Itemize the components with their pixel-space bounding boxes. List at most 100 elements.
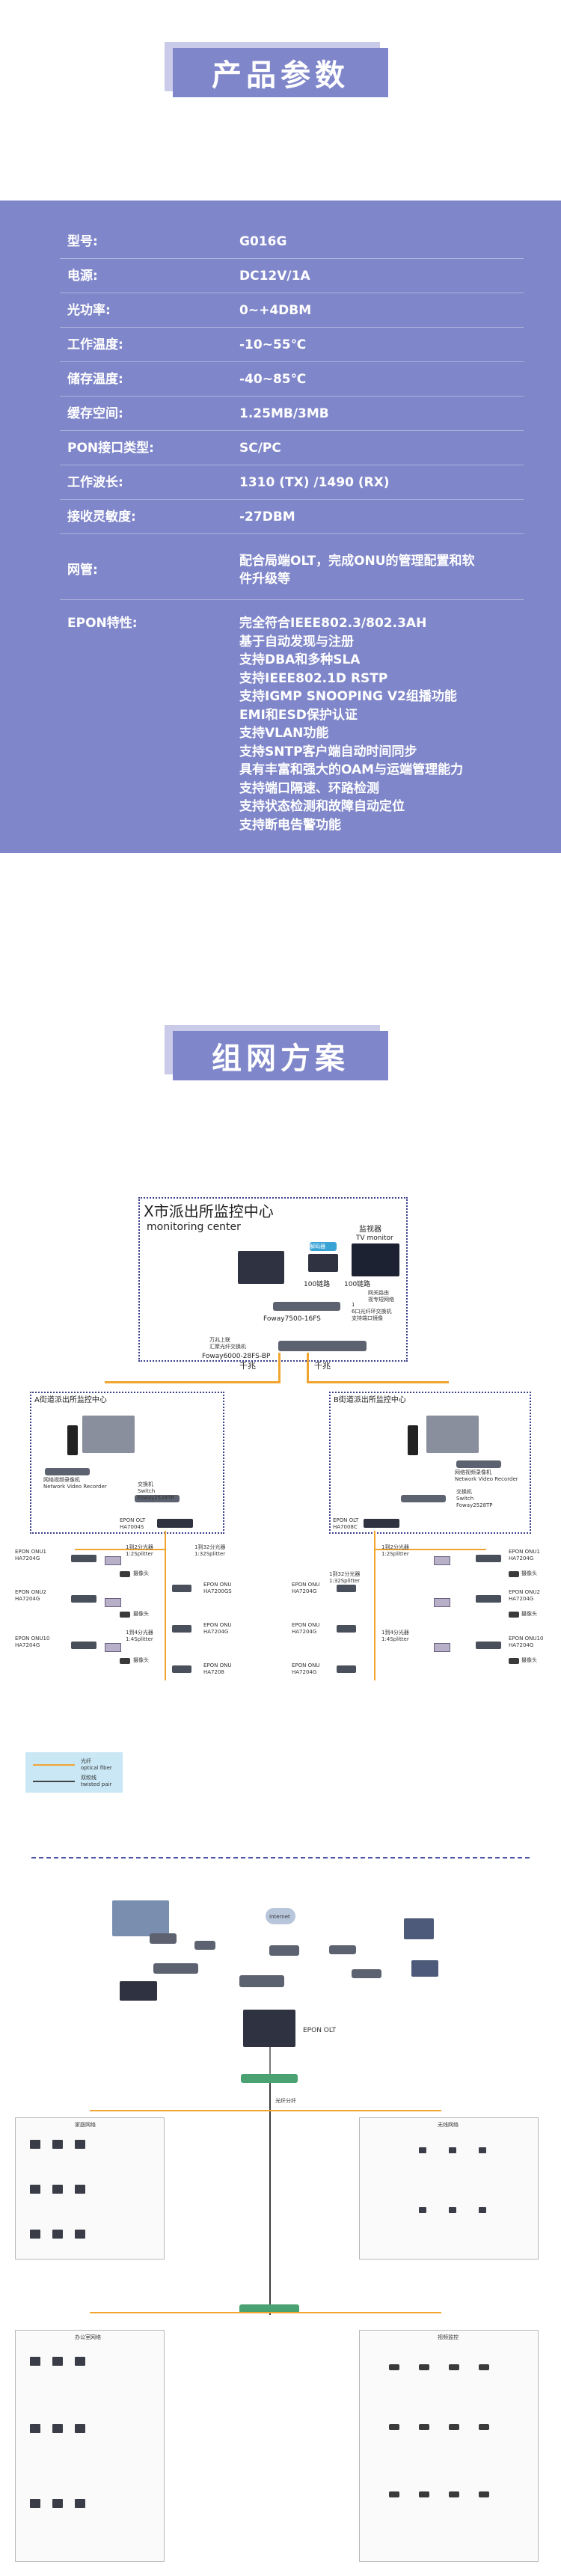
pole-label: 光纤分纤 (275, 2098, 296, 2104)
surveillance-title: 视频监控 (438, 2334, 459, 2340)
camera-icon (419, 2424, 429, 2430)
pc-icon (30, 2499, 40, 2508)
olt-b-icon (364, 1519, 399, 1528)
switch-note: 1 6口光纤环交换机 支持端口镜像 (352, 1302, 392, 1321)
legend-pair: 双绞线 twisted pair (81, 1775, 112, 1787)
device-icon (329, 1945, 356, 1954)
fiber-line (90, 2312, 441, 2313)
pc-icon (52, 2140, 63, 2149)
spec-value: -27DBM (239, 510, 295, 524)
onu-mid-label: EPON ONU HA7204G (203, 1622, 232, 1635)
network-diagram-1: X市派出所监控中心 monitoring center 监视器 TV monit… (0, 1182, 561, 1796)
pole-icon (269, 2083, 271, 2315)
camera-label: 摄像头 (521, 1611, 537, 1617)
camera-icon (479, 2491, 489, 2497)
center-title: X市派出所监控中心 (144, 1202, 274, 1220)
pc-icon (52, 2424, 63, 2433)
epon-label: EPON特性: (67, 616, 138, 631)
storage-icon (120, 1981, 157, 2001)
camera-label: 摄像头 (133, 1657, 149, 1663)
splitter-icon (434, 1556, 450, 1565)
tv-sub: TV monitor (356, 1235, 393, 1242)
divider (60, 430, 524, 431)
section-title-params: 产品参数 (173, 48, 388, 97)
spec-value: DC12V/1A (239, 269, 310, 284)
switch-b-label: 交换机 Switch Foway2528TP (456, 1489, 493, 1508)
spec-value: G016G (239, 234, 287, 249)
onu-mid-label: EPON ONU HA7204G (292, 1622, 320, 1635)
pc-icon (52, 2499, 63, 2508)
tv-label: 监视器 (359, 1226, 381, 1234)
onu-mid-label: EPON ONU HA7204G (292, 1582, 320, 1594)
pc-icon (52, 2357, 63, 2366)
divider (60, 599, 524, 600)
onu-icon (476, 1642, 501, 1649)
km-right: 千兆 (314, 1361, 331, 1371)
nvr-b-label: 网络视频录像机 Network Video Recorder (455, 1469, 518, 1482)
epon-feature: 支持断电告警功能 (239, 817, 341, 833)
pc-icon (30, 2424, 40, 2433)
camera-label: 摄像头 (133, 1570, 149, 1576)
nvr-icon (456, 1460, 501, 1468)
camera-icon (509, 1612, 519, 1618)
camera-icon (389, 2491, 399, 2497)
epon-feature: 基于自动发现与注册 (239, 634, 354, 649)
spec-label: 网管: (67, 563, 98, 578)
epon-feature: 支持VLAN功能 (239, 726, 329, 741)
center-subtitle: monitoring center (147, 1221, 241, 1233)
fiber-line (105, 1381, 280, 1383)
epon-feature: 完全符合IEEE802.3/802.3AH (239, 616, 427, 631)
onu-left-label: EPON ONU1 HA7204G (15, 1549, 46, 1561)
storage-icon (308, 1254, 338, 1272)
olt-b-label: EPON OLT HA7008C (333, 1517, 359, 1530)
switch-a-icon (135, 1495, 180, 1502)
pc-icon (75, 2499, 85, 2508)
operator-desk-icon (82, 1416, 135, 1453)
epon-feature: 具有丰富和强大的OAM与运端管理能力 (239, 762, 464, 777)
person-icon (67, 1425, 78, 1455)
onu-icon (71, 1595, 96, 1603)
pc-icon (75, 2185, 85, 2194)
spec-label: 工作温度: (67, 337, 123, 352)
device-icon (150, 1933, 177, 1944)
fiber-line (307, 1381, 449, 1383)
monitoring-center-frame (138, 1197, 408, 1362)
camera-icon (120, 1612, 130, 1618)
device-icon (269, 1945, 299, 1956)
fiber-line (165, 1531, 166, 1680)
pc-icon (75, 2357, 85, 2366)
pc-icon (52, 2185, 63, 2194)
divider (60, 499, 524, 500)
link-label-2: 100链路 (344, 1281, 371, 1288)
olt-label: EPON OLT (303, 2027, 337, 2034)
video-wall-icon (112, 1900, 169, 1936)
person-icon (408, 1425, 418, 1455)
wireless-network-panel (359, 2117, 539, 2260)
splitter-icon (105, 1556, 121, 1565)
splitter-icon (105, 1643, 121, 1652)
spec-label: 光功率: (67, 303, 111, 318)
camera-label: 摄像头 (521, 1657, 537, 1663)
divider (60, 327, 524, 328)
divider (60, 258, 524, 259)
cloud-icon (266, 1908, 295, 1924)
olt-a-icon (157, 1519, 193, 1528)
monitor-icon (404, 1918, 434, 1939)
link-label-1: 100链路 (304, 1281, 331, 1288)
router-icon (153, 1963, 198, 1974)
epon-feature: 支持端口隔速、环路检测 (239, 780, 379, 796)
core-switch-icon (278, 1341, 367, 1351)
splitter-icon (434, 1643, 450, 1652)
camera-icon (479, 2424, 489, 2430)
fiber-line (75, 1549, 165, 1550)
section-divider (31, 1857, 530, 1858)
splitter-label: 1到2分光器 1:2Splitter (126, 1544, 153, 1557)
onu-mid-label: EPON ONU HA7204G (292, 1662, 320, 1675)
onu-icon (476, 1555, 501, 1562)
splitter-label: 1到2分光器 1:2Splitter (381, 1544, 409, 1557)
odf-icon (239, 2304, 299, 2313)
olt-a-label: EPON OLT HA7004S (120, 1517, 146, 1530)
center-b-frame (329, 1392, 531, 1534)
